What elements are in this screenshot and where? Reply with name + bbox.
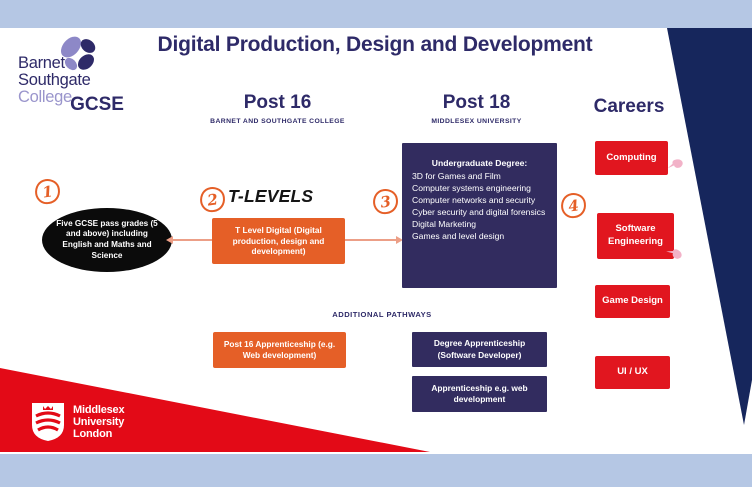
additional-pathways-heading: ADDITIONAL PATHWAYS <box>332 310 432 319</box>
college-logo: Barnet Southgate College <box>18 55 91 106</box>
gcse-heading: GCSE <box>70 94 124 115</box>
post16-heading: Post 16 <box>243 92 312 113</box>
careers-heading: Careers <box>593 96 665 117</box>
pin-icon <box>666 249 682 259</box>
degree-box-heading: Undergraduate Degree: <box>431 158 528 168</box>
college-logo-line2: Southgate <box>18 70 91 89</box>
post16-apprenticeship-box: Post 16 Apprenticeship (e.g. Web develop… <box>213 332 346 368</box>
college-logo-line1: Barnet <box>18 54 65 72</box>
post18-heading: Post 18 <box>442 92 511 113</box>
degree-item: Computer networks and security <box>412 195 536 206</box>
university-logo: Middlesex University London <box>30 401 125 443</box>
degree-item: Cyber security and digital forensics <box>412 207 546 218</box>
arrow-to-degree-head <box>396 236 403 244</box>
university-logo-line1: Middlesex <box>73 403 125 416</box>
career-box-ui-ux: UI / UX <box>595 356 670 389</box>
bottom-border-strip <box>0 454 752 487</box>
column-header-post16: Post 16 BARNET AND SOUTHGATE COLLEGE <box>205 92 350 125</box>
middlesex-shield-icon <box>32 403 64 441</box>
arrow-to-gcse-head <box>166 236 173 244</box>
arrow-to-gcse <box>172 239 213 241</box>
column-header-careers: Careers <box>584 96 674 118</box>
apprenticeship-box: Apprenticeship e.g. web development <box>412 376 547 412</box>
page-title: Digital Production, Design and Developme… <box>157 33 593 56</box>
gcse-requirements-bubble: Five GCSE pass grades (5 and above) incl… <box>42 208 172 272</box>
career-box-software-engineering: Software Engineering <box>597 213 674 259</box>
degree-item: Digital Marketing <box>412 219 476 230</box>
t-level-digital-box: T Level Digital (Digital production, des… <box>212 218 345 264</box>
background-shapes <box>0 28 752 452</box>
arrow-to-degree <box>345 239 397 241</box>
college-logo-line3: College <box>18 87 72 106</box>
degree-item: 3D for Games and Film <box>412 171 501 182</box>
column-header-post18: Post 18 MIDDLESEX UNIVERSITY <box>404 92 549 125</box>
pin-icon <box>667 159 683 169</box>
university-logo-line3: London <box>73 428 113 441</box>
post16-subheading: BARNET AND SOUTHGATE COLLEGE <box>210 118 345 125</box>
degree-apprenticeship-box: Degree Apprenticeship (Software Develope… <box>412 332 547 367</box>
t-levels-logo: T-LEVELS <box>228 186 314 206</box>
red-wedge <box>0 368 430 452</box>
post18-subheading: MIDDLESEX UNIVERSITY <box>431 118 522 125</box>
degree-item: Computer systems engineering <box>412 183 531 194</box>
college-flower-icon <box>61 36 96 71</box>
undergraduate-degree-box: Undergraduate Degree: 3D for Games and F… <box>402 143 557 288</box>
top-border-strip <box>0 0 752 28</box>
degree-item: Games and level design <box>412 231 505 242</box>
career-box-game-design: Game Design <box>595 285 670 318</box>
career-box-computing: Computing <box>595 141 668 175</box>
university-logo-line2: University <box>73 415 125 428</box>
navy-wedge <box>667 28 752 425</box>
column-header-gcse: GCSE <box>57 94 137 116</box>
